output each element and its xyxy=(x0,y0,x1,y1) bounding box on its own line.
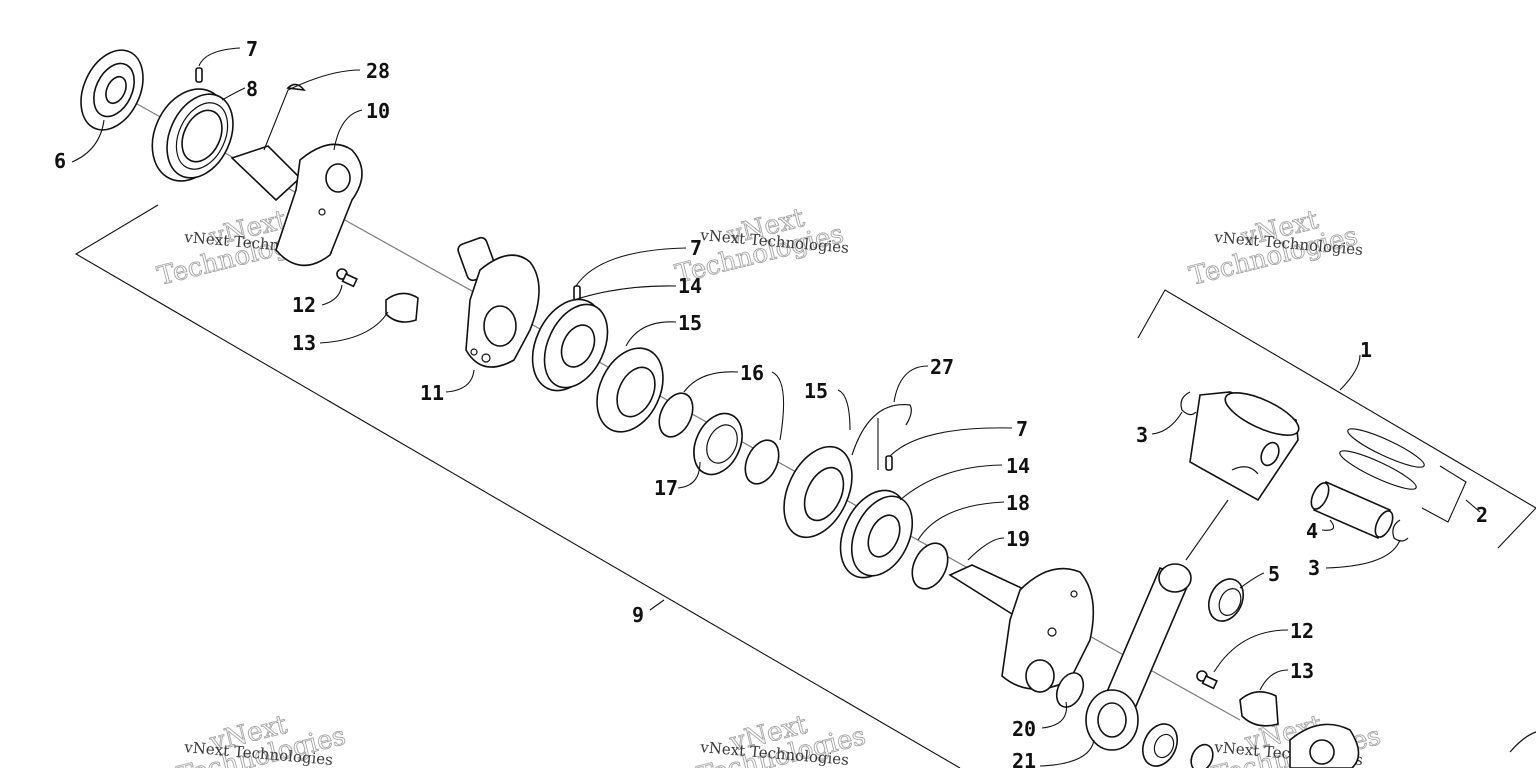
callout-label: 3 xyxy=(1308,556,1320,580)
crank-half-part-11 xyxy=(457,236,540,368)
circlip-part-3b xyxy=(1392,519,1409,542)
clip-part-27 xyxy=(851,404,912,456)
callout-label: 7 xyxy=(690,236,702,260)
callout-label: 6 xyxy=(54,149,66,173)
screw-part-12a xyxy=(336,268,358,288)
circlip-part-3a xyxy=(1180,391,1197,416)
callout-label: 3 xyxy=(1136,423,1148,447)
callout-label: 5 xyxy=(1268,562,1280,586)
callout-label: 21 xyxy=(1012,749,1036,768)
weight-part-13b xyxy=(1239,691,1279,727)
callout-label: 9 xyxy=(632,603,644,627)
callout-label: 7 xyxy=(246,37,258,61)
callout-label: 2 xyxy=(1476,503,1488,527)
crank-half-part-10 xyxy=(230,143,363,267)
callout-label: 19 xyxy=(1006,527,1030,551)
callout-label: 13 xyxy=(1290,659,1314,683)
screw-part-12b xyxy=(1196,670,1218,690)
oring-part-18 xyxy=(911,542,949,590)
callout-label: 15 xyxy=(678,311,702,335)
connecting-rod xyxy=(1085,563,1192,751)
ring-part-20 xyxy=(1055,672,1085,708)
callout-label: 14 xyxy=(678,274,702,298)
callout-label: 28 xyxy=(366,59,390,83)
leader-lines xyxy=(71,47,1481,767)
edge-fragment xyxy=(1509,731,1536,753)
bearing-part-14b xyxy=(839,455,914,579)
piston-bracket-end xyxy=(1497,507,1536,549)
crankshaft-assembly-bracket xyxy=(74,204,961,768)
callout-label: 8 xyxy=(246,77,258,101)
ring-part-16a xyxy=(658,392,694,438)
callout-label: 27 xyxy=(930,355,954,379)
callout-label: 20 xyxy=(1012,717,1036,741)
callout-label: 11 xyxy=(420,381,444,405)
callout-label: 14 xyxy=(1006,454,1030,478)
crank-half-lower-right xyxy=(1289,723,1360,768)
callout-label: 15 xyxy=(804,379,828,403)
callout-label: 12 xyxy=(292,293,316,317)
wrist-pin-part-4 xyxy=(1310,480,1394,540)
callout-label: 17 xyxy=(654,476,678,500)
gear-part-17 xyxy=(693,412,743,476)
callout-label: 12 xyxy=(1290,619,1314,643)
callout-labels: 7 28 8 10 6 12 13 11 7 14 15 16 17 15 27… xyxy=(54,37,1488,768)
watermark-group: vNext Technologies vNext Technologies vN… xyxy=(154,202,1384,768)
ring-part-lower xyxy=(1190,743,1214,768)
bearing-part-14a xyxy=(531,285,609,392)
weight-part-13a xyxy=(385,292,419,323)
seal-part-15b xyxy=(783,445,853,539)
callout-label: 18 xyxy=(1006,491,1030,515)
needle-bearing-part-21 xyxy=(1141,723,1179,767)
key-part-28 xyxy=(286,83,306,92)
callout-label: 7 xyxy=(1016,417,1028,441)
callout-label: 1 xyxy=(1360,338,1372,362)
callout-label: 10 xyxy=(366,99,390,123)
piston-assembly-bracket xyxy=(1137,289,1536,509)
ring-part-16b xyxy=(744,439,780,485)
needle-bearing-part-5 xyxy=(1207,578,1245,622)
piston-part-1 xyxy=(1189,391,1300,502)
callout-label: 4 xyxy=(1306,519,1318,543)
pin-part-7a xyxy=(195,67,203,83)
seal-part-6 xyxy=(80,49,144,131)
callout-label: 16 xyxy=(740,361,764,385)
seal-part-15a xyxy=(596,347,664,433)
bearing-part-8 xyxy=(151,88,234,182)
callout-label: 13 xyxy=(292,331,316,355)
piston-rings-part-2 xyxy=(1339,428,1425,490)
crank-half-part-19 xyxy=(948,564,1095,693)
